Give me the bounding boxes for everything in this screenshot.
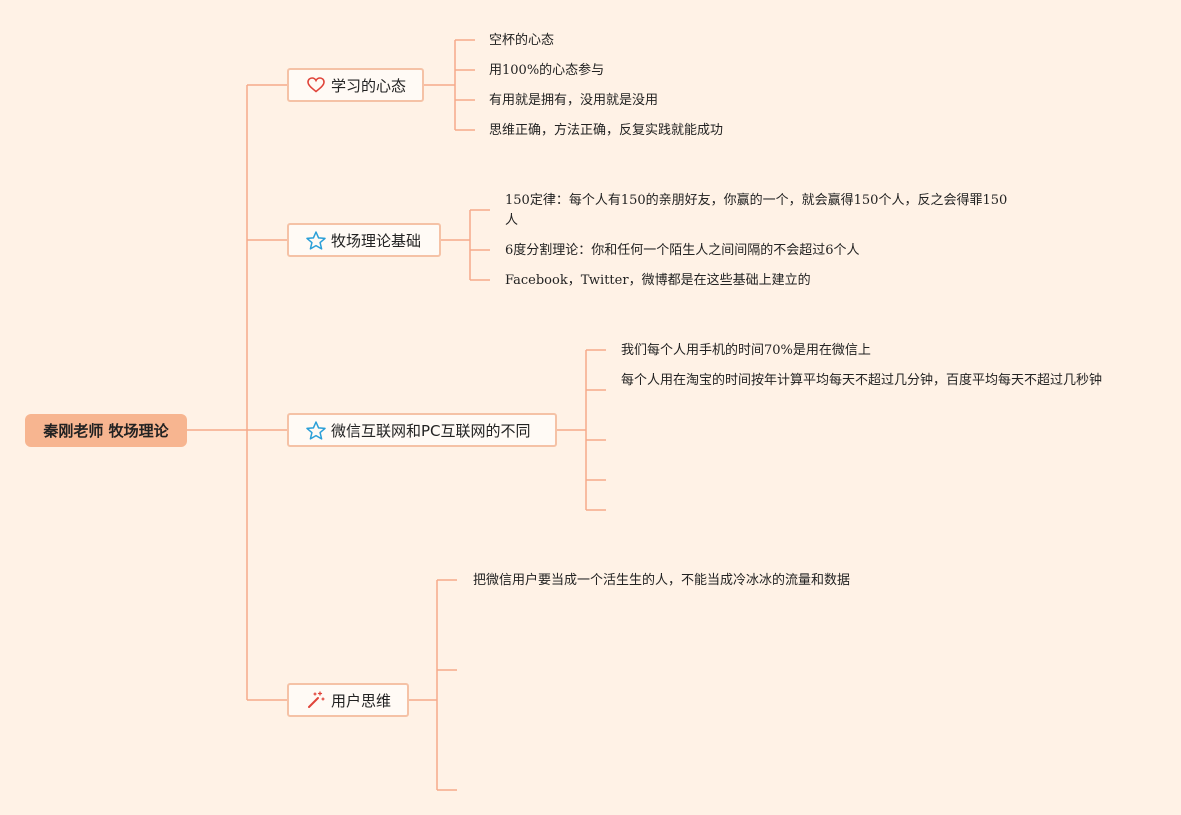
branch-user-thinking[interactable]: 用户思维 — [287, 683, 409, 717]
leaf-item[interactable]: 每个人用在淘宝的时间按年计算平均每天不超过几分钟，百度平均每天不超过几秒钟 — [621, 373, 1103, 388]
branch-label: 牧场理论基础 — [331, 231, 422, 250]
star-icon — [305, 419, 327, 441]
magic-wand-icon — [305, 689, 327, 711]
branch-label: 微信互联网和PC互联网的不同 — [331, 421, 531, 440]
leaf-item[interactable]: 空杯的心态 — [489, 33, 555, 48]
branch-ranch-theory-basics[interactable]: 牧场理论基础 — [287, 223, 441, 257]
leaf-item[interactable]: 6度分割理论：你和任何一个陌生人之间间隔的不会超过6个人 — [505, 243, 860, 258]
star-icon — [305, 229, 327, 251]
leaf-item[interactable]: 150定律：每个人有150的亲朋好友，你赢的一个，就会赢得150个人，反之会得罪… — [505, 193, 1008, 228]
branch-learning-mindset[interactable]: 学习的心态 — [287, 68, 424, 102]
leaf-item[interactable]: 我们每个人用手机的时间70%是用在微信上 — [621, 343, 871, 358]
leaf-item[interactable]: Facebook，Twitter，微博都是在这些基础上建立的 — [505, 273, 811, 288]
branch-label: 用户思维 — [331, 691, 392, 710]
root-topic[interactable]: 秦刚老师 牧场理论 — [25, 414, 187, 447]
branch-wechat-vs-pc-internet[interactable]: 微信互联网和PC互联网的不同 — [287, 413, 557, 447]
leaf-item[interactable]: 有用就是拥有，没用就是没用 — [489, 93, 659, 108]
heart-icon — [305, 74, 327, 96]
leaf-item[interactable]: 思维正确，方法正确，反复实践就能成功 — [489, 123, 724, 138]
branch-label: 学习的心态 — [331, 76, 407, 95]
leaf-item[interactable]: 用100%的心态参与 — [489, 63, 605, 78]
leaf-item[interactable]: 把微信用户要当成一个活生生的人，不能当成冷冰冰的流量和数据 — [473, 573, 851, 588]
